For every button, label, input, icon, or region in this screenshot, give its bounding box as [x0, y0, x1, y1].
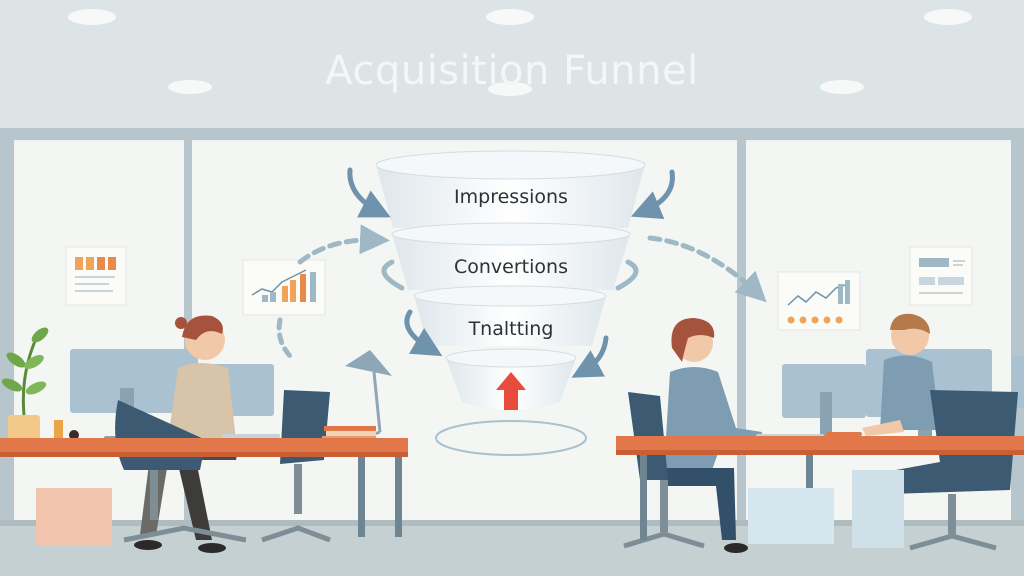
- desk-left: [0, 438, 408, 537]
- wall-chart-poster-left: [65, 246, 127, 306]
- funnel-stage-label: Impressions: [454, 186, 568, 208]
- desk-item: [69, 430, 79, 440]
- person-right-man: [862, 313, 940, 436]
- wall-chart-poster-right: [909, 246, 973, 306]
- up-arrow-icon: [496, 372, 526, 410]
- keyboard-left: [222, 434, 280, 439]
- page-title: Acquisition Funnel: [325, 48, 699, 94]
- funnel-stage-label: Convertions: [454, 256, 568, 278]
- storage-box-right: [748, 488, 834, 544]
- wall-chart-poster-center-right: [777, 271, 861, 331]
- curved-arrow-icon: [276, 167, 767, 378]
- desk-item-right: [826, 432, 862, 436]
- plant-icon: [1, 327, 49, 443]
- funnel-stage-label: Tnaltting: [468, 318, 554, 340]
- ceiling-lights: [68, 9, 972, 96]
- wall-chart-poster-center-left: [242, 259, 326, 316]
- storage-box-left: [36, 488, 112, 546]
- cup: [54, 420, 63, 442]
- window-header-rail: [0, 128, 1024, 140]
- storage-box-right-2: [852, 470, 904, 548]
- monitor-right: [782, 364, 866, 438]
- acquisition-funnel: [375, 150, 646, 456]
